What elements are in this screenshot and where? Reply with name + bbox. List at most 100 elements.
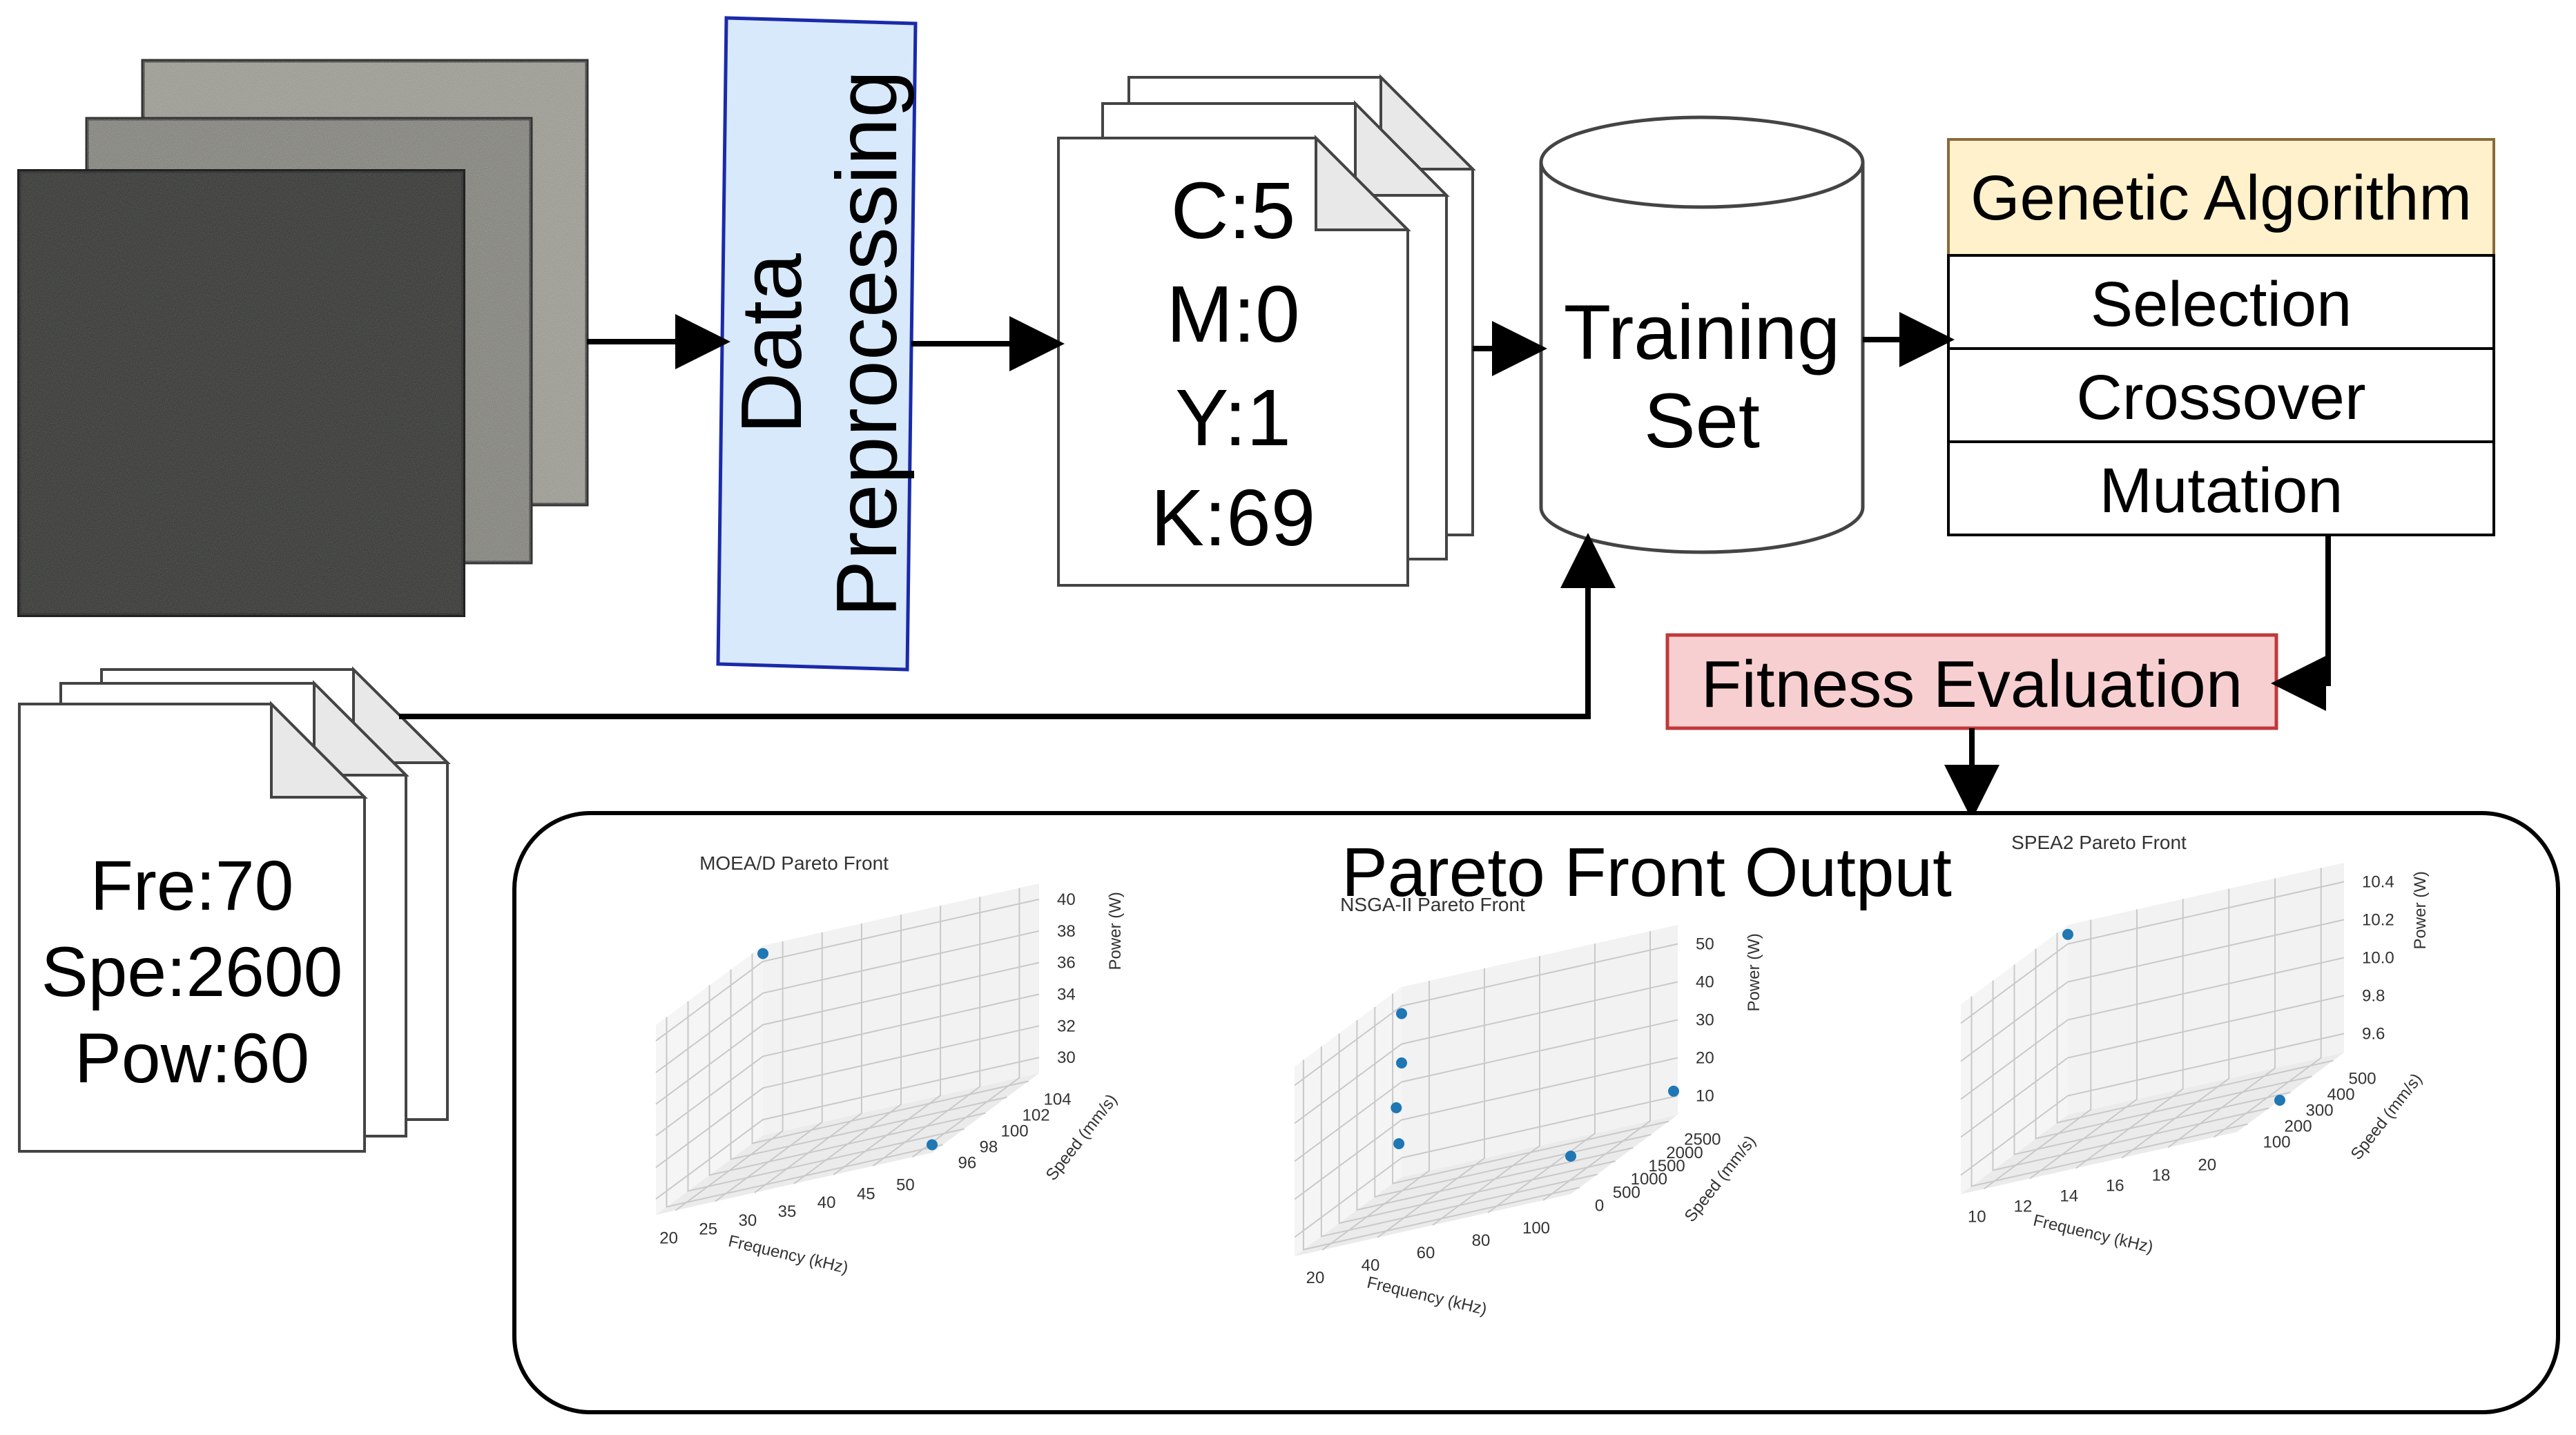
sample-image-front	[17, 169, 465, 617]
pareto-front-panel: Pareto Front Output MOEA/D Pareto Front2…	[512, 811, 2560, 1414]
x-tick-label: 40	[1362, 1256, 1380, 1275]
z-tick-label: 50	[1696, 935, 1714, 954]
y-tick-label: 1000	[1631, 1170, 1667, 1189]
y-tick-label: 2500	[1684, 1131, 1721, 1149]
gridline-x	[2121, 888, 2230, 1159]
preprocessing-parallelogram	[716, 16, 918, 672]
ga-step-mutation-label: Mutation	[2100, 456, 2343, 526]
ga-step-crossover	[1947, 347, 2495, 443]
x-tick-label: 16	[2106, 1177, 2124, 1195]
y-tick-label: 0	[1595, 1196, 1604, 1215]
gridline-z	[655, 1025, 1040, 1169]
fitness-evaluation-box: Fitness Evaluation	[1665, 633, 2278, 730]
data-point	[1396, 1008, 1407, 1019]
y-tick-label: 102	[1023, 1106, 1050, 1125]
data-point	[927, 1139, 938, 1151]
data-point	[1393, 1138, 1405, 1149]
data-point	[1396, 1057, 1407, 1068]
z-tick-label: 10.0	[2362, 949, 2394, 968]
param-document-front	[18, 701, 368, 1153]
data-preprocessing-box: Data Preprocessing	[716, 16, 918, 672]
gridline-y	[1320, 1046, 1598, 1238]
data-point	[1668, 1085, 1679, 1097]
gridline-x	[833, 906, 942, 1175]
z-tick-label: 20	[1696, 1049, 1714, 1068]
x-tick-label: 18	[2152, 1166, 2171, 1185]
gridline-x	[911, 888, 1020, 1158]
cmyk-document-stack: C:5 M:0 Y:1 K:69	[1057, 74, 1476, 587]
data-point	[757, 948, 768, 959]
preprocessing-label-line2: Preprocessing	[820, 70, 915, 618]
gridline-y	[666, 1017, 943, 1208]
z-axis-label: Power (W)	[1106, 892, 1125, 970]
gridline-y	[1302, 1060, 1580, 1251]
gridline-y	[1992, 980, 2269, 1171]
gridline-y	[2035, 948, 2312, 1140]
gridline-x	[793, 915, 902, 1184]
fitness-label: Fitness Evaluation	[1701, 647, 2243, 721]
gridline-x	[675, 941, 784, 1211]
gridline-z	[1294, 981, 1678, 1124]
gridline-x	[1432, 956, 1540, 1226]
gridline-x	[2029, 909, 2138, 1180]
x-tick-label: 50	[896, 1175, 915, 1194]
gridline-x	[715, 932, 823, 1202]
y-tick-label: 104	[1044, 1091, 1072, 1109]
gridline-x	[2214, 868, 2322, 1138]
y-tick-label: 2000	[1666, 1144, 1703, 1162]
gridline-x	[2075, 899, 2184, 1169]
preprocessing-label-line1: Data	[724, 253, 820, 434]
x-tick-label: 25	[699, 1220, 717, 1239]
chart-3: SPEA2 Pareto Front1012141618201002003004…	[1960, 832, 2430, 1257]
y-tick-label: 500	[2349, 1070, 2376, 1089]
z-tick-label: 9.8	[2362, 987, 2385, 1006]
gridline-z	[655, 993, 1040, 1137]
x-tick-label: 80	[1472, 1231, 1491, 1250]
data-point	[1565, 1151, 1576, 1162]
z-tick-label: 10.2	[2362, 911, 2394, 930]
cmyk-line-c: C:5	[1171, 166, 1296, 255]
gridline-y	[2013, 964, 2291, 1155]
connector-arrows	[399, 312, 2331, 820]
gridline-z	[655, 930, 1040, 1073]
z-tick-label: 38	[1057, 922, 1076, 941]
x-tick-label: 20	[659, 1229, 678, 1248]
x-tick-label: 14	[2060, 1187, 2078, 1206]
param-line-frequency: Fre:70	[90, 846, 294, 925]
gridline-y	[1356, 1019, 1634, 1211]
x-tick-label: 100	[1522, 1219, 1550, 1238]
gridline-z	[1960, 881, 2345, 1024]
x-tick-label: 30	[739, 1211, 757, 1230]
z-tick-label: 30	[1696, 1011, 1714, 1030]
parameter-document-stack: Fre:70 Spe:2600 Pow:60	[18, 666, 451, 1153]
gridline-z	[1294, 1057, 1678, 1200]
ga-step-crossover-label: Crossover	[2076, 362, 2365, 433]
gridline-z	[655, 1057, 1040, 1200]
gridline-y	[730, 969, 1007, 1160]
y-tick-label: 200	[2285, 1117, 2312, 1136]
z-tick-label: 9.6	[2362, 1025, 2385, 1044]
genetic-algorithm-block: Genetic Algorithm Selection Crossover Mu…	[1947, 138, 2495, 536]
gridline-x	[2167, 878, 2276, 1149]
gridline-y	[708, 985, 986, 1176]
training-set-label-line1: Training	[1564, 289, 1840, 375]
x-tick-label: 45	[857, 1184, 875, 1203]
x-tick-label: 35	[778, 1202, 797, 1221]
gridline-z	[1960, 995, 2345, 1138]
y-tick-label: 100	[1001, 1122, 1029, 1141]
gridline-x	[1377, 968, 1485, 1238]
ga-step-selection-label: Selection	[2091, 269, 2352, 340]
gridline-x	[1542, 931, 1651, 1201]
gridline-z	[1294, 1019, 1678, 1162]
cmyk-line-y: Y:1	[1175, 373, 1291, 462]
ga-title: Genetic Algorithm	[1970, 163, 2472, 233]
x-tick-label: 40	[817, 1193, 836, 1212]
gridline-z	[1960, 1033, 2345, 1176]
gridline-x	[1321, 981, 1430, 1251]
y-tick-label: 300	[2306, 1102, 2334, 1120]
data-point	[2274, 1095, 2285, 1106]
gridline-y	[687, 1001, 965, 1192]
chart-title: SPEA2 Pareto Front	[2011, 832, 2187, 853]
